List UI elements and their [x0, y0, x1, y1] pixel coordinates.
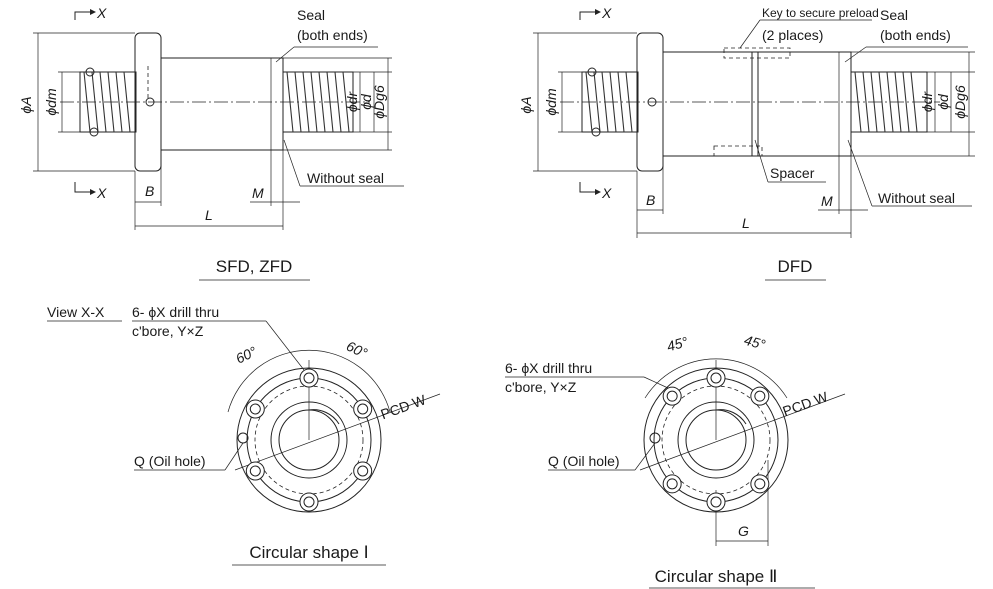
bolt-hole-1-5 [249, 465, 261, 477]
preload-key-top [723, 47, 791, 59]
circular-shape-1: View X-X 6- ϕX drill thru c'bore, Y×Z 60… [47, 304, 441, 566]
pcd-label-2: PCD W [780, 388, 830, 419]
dim-G: G [738, 523, 749, 539]
oil-hole-label-2: Q (Oil hole) [548, 453, 620, 469]
bolt-holes-1 [245, 368, 373, 512]
dim-A: ϕA [18, 96, 34, 113]
dim-M-dfd: M [821, 193, 833, 209]
oil-hole-1 [237, 432, 249, 444]
dim-M: M [252, 185, 264, 201]
bolt-hole-1-4 [303, 496, 315, 508]
dim-dm: ϕdm [43, 88, 59, 116]
dim-d: ϕd [358, 93, 374, 110]
dim-dm-dfd: ϕdm [543, 88, 559, 116]
bolt-hole-1-1 [303, 372, 315, 384]
key-places-label: (2 places) [762, 27, 823, 43]
section-mark-bottom: X [96, 185, 107, 201]
cbore-label-1: c'bore, Y×Z [132, 323, 204, 339]
angle-right-1: 60° [344, 338, 370, 362]
caption-circular-1: Circular shape Ⅰ [249, 543, 368, 562]
drill-label-2: 6- ϕX drill thru [505, 360, 592, 376]
bolt-hole-2-4 [710, 496, 722, 508]
nut-body-dfd [662, 51, 852, 157]
cbore-label-2: c'bore, Y×Z [505, 379, 577, 395]
seal-ring [270, 57, 284, 151]
caption-dfd: DFD [778, 257, 813, 276]
section-mark-top: X [96, 5, 107, 21]
angle-left-2: 45° [665, 333, 690, 354]
bolt-hole-1-3 [357, 465, 369, 477]
key-label: Key to secure preload [762, 6, 879, 20]
angle-right-2: 45° [743, 332, 768, 353]
circular-shape-2: 6- ϕX drill thru c'bore, Y×Z 45° 45° PCD… [505, 332, 846, 589]
preload-key-bottom [713, 145, 763, 157]
seal-label: Seal [297, 7, 325, 23]
without-seal-label-dfd: Without seal [878, 190, 955, 206]
dim-L-dfd: L [742, 215, 750, 231]
dim-dr-dfd: ϕdr [919, 91, 935, 113]
bolt-hole-1-6 [249, 403, 261, 415]
seal-label-dfd: Seal [880, 7, 908, 23]
section-arrow-bottom [74, 182, 90, 193]
spacer-label: Spacer [770, 165, 815, 181]
oil-hole-2 [649, 432, 661, 444]
dim-Dg6: ϕDg6 [371, 85, 387, 119]
dfd-side-view: X X ϕA ϕdm ϕdr [518, 5, 975, 281]
oil-hole-label-1: Q (Oil hole) [134, 453, 206, 469]
section-mark-top-dfd: X [601, 5, 612, 21]
bolt-hole-2-3 [754, 478, 766, 490]
sfd-side-view: X X ϕA ϕdm [18, 5, 404, 281]
dim-B: B [145, 183, 154, 199]
bolt-hole-2-6 [666, 390, 678, 402]
without-seal-label: Without seal [307, 170, 384, 186]
drill-label-1: 6- ϕX drill thru [132, 304, 219, 320]
seal-label-ends-dfd: (both ends) [880, 27, 951, 43]
seal-label-ends: (both ends) [297, 27, 368, 43]
view-label: View X-X [47, 304, 105, 320]
pcd-label-1: PCD W [378, 391, 428, 422]
angle-left-1: 60° [233, 343, 259, 367]
section-mark-bottom-dfd: X [601, 185, 612, 201]
dim-B-dfd: B [646, 192, 655, 208]
nut-body [160, 57, 284, 151]
caption-circular-2: Circular shape Ⅱ [655, 567, 778, 586]
bolt-hole-2-1 [710, 372, 722, 384]
dim-L: L [205, 207, 213, 223]
bolt-holes-2 [662, 368, 770, 512]
dim-A-dfd: ϕA [518, 96, 534, 113]
bolt-hole-2-2 [754, 390, 766, 402]
bolt-hole-2-5 [666, 478, 678, 490]
caption-sfd: SFD, ZFD [216, 257, 293, 276]
dim-Dg6-dfd: ϕDg6 [952, 85, 968, 119]
section-arrow-top [74, 11, 90, 20]
dim-dr: ϕdr [344, 91, 360, 113]
bolt-hole-1-2 [357, 403, 369, 415]
dim-d-dfd: ϕd [935, 93, 951, 110]
